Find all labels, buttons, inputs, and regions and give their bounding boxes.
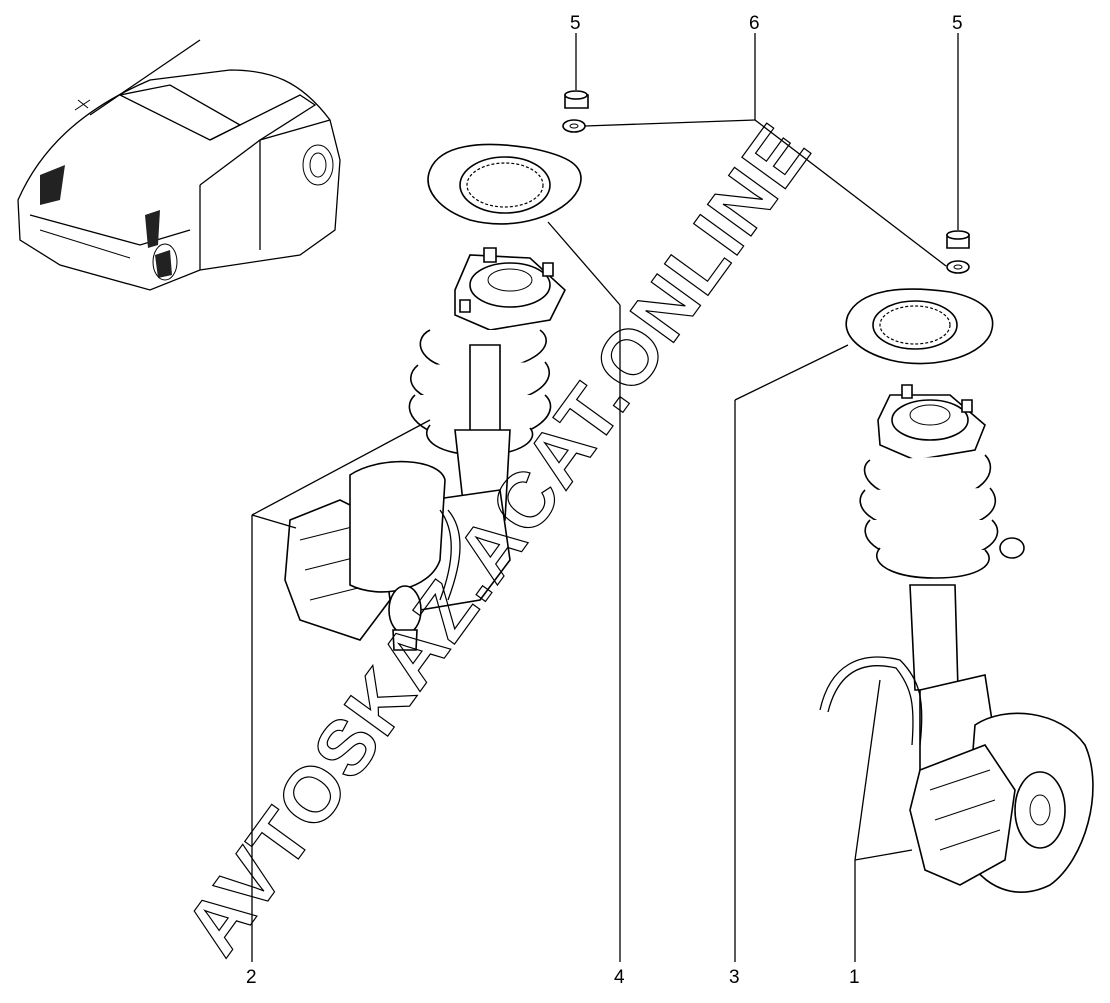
callout-1: 1: [849, 967, 860, 988]
watermark-text: AVTOSKAZ.ACAT.ONLINE: [168, 108, 828, 970]
upper-insulator-right: [845, 288, 994, 365]
nut-and-washer-left: [562, 90, 589, 133]
strut-assembly-right: [819, 384, 1094, 893]
strut-assembly-left: [284, 247, 566, 651]
callout-numbers: 5 6 5 2 4 3 1: [246, 13, 963, 988]
callout-4: 4: [614, 967, 625, 988]
car-locator-illustration: [17, 39, 341, 291]
callout-2: 2: [246, 967, 257, 988]
callout-5-right: 5: [952, 13, 963, 34]
upper-insulator-left: [427, 143, 582, 225]
leader-lines: [251, 33, 959, 962]
nut-and-washer-right: [946, 230, 970, 274]
callout-5-left: 5: [570, 13, 581, 34]
callout-6: 6: [749, 13, 760, 34]
callout-3: 3: [729, 967, 740, 988]
